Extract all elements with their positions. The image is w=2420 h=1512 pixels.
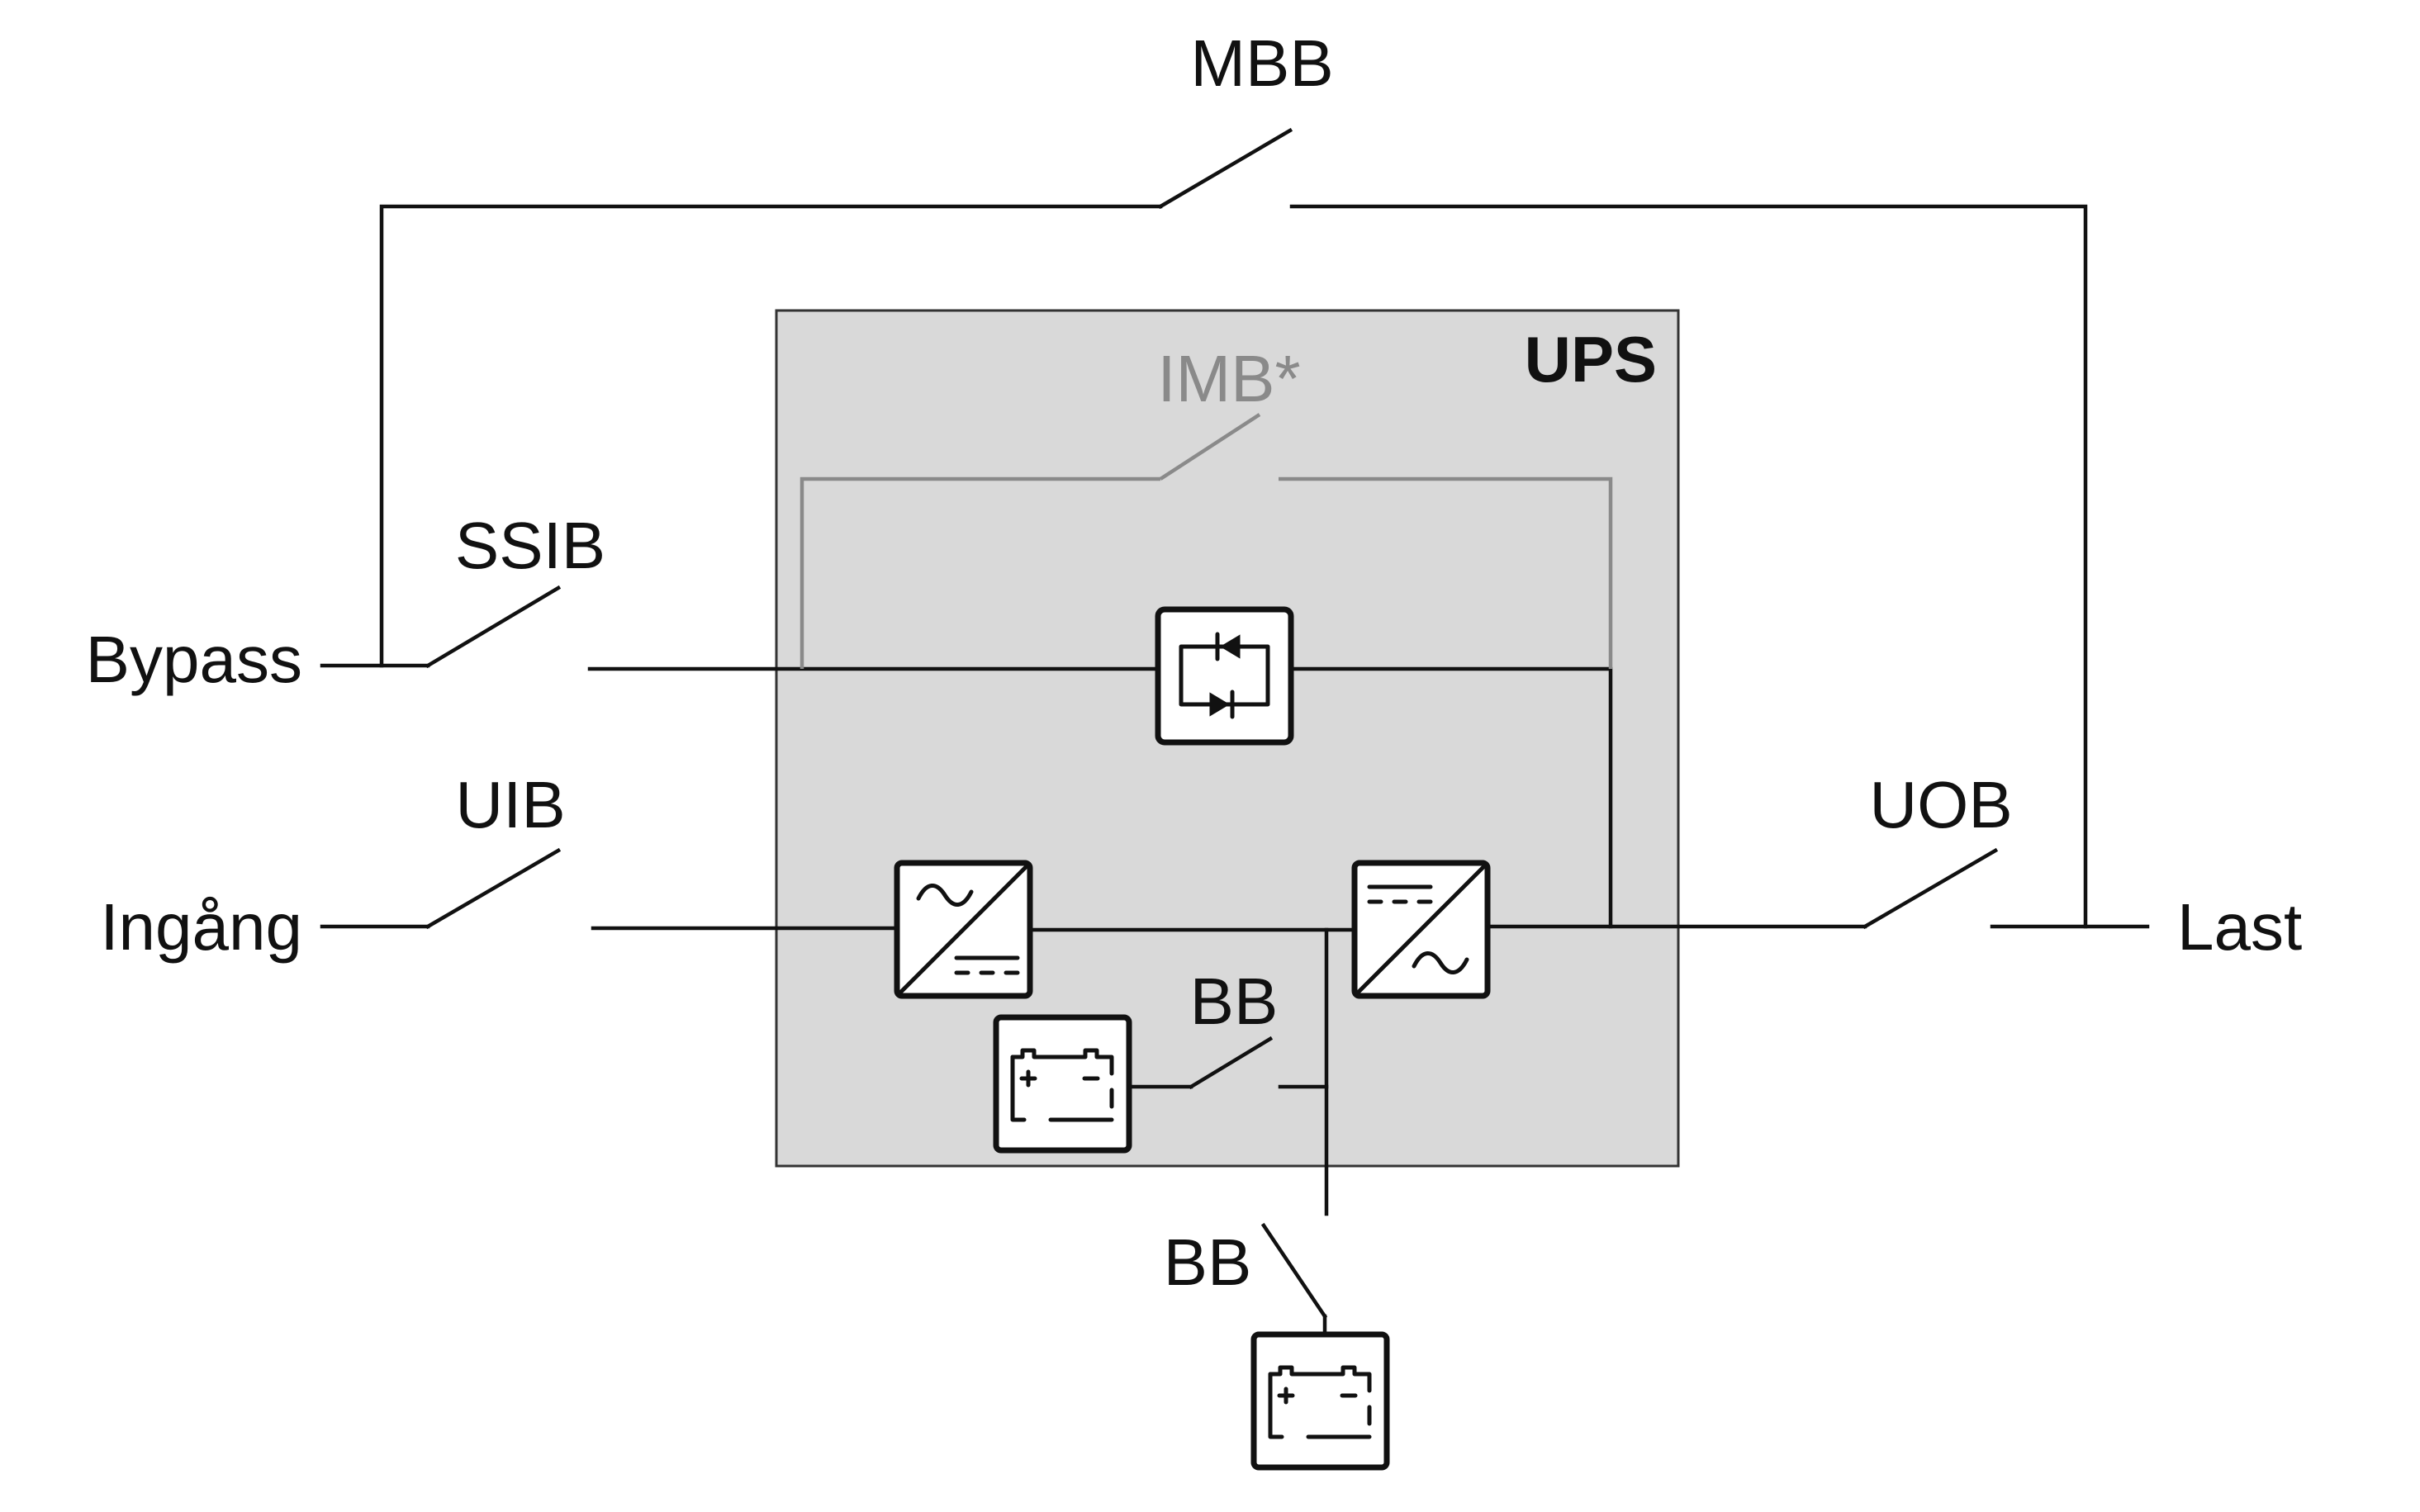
bypass-label: Bypass bbox=[86, 623, 302, 696]
rectifier-ac-dc-icon bbox=[894, 860, 1033, 999]
ssib-label: SSIB bbox=[455, 509, 605, 582]
bb-internal-switch bbox=[1128, 1036, 1329, 1090]
bb-external-switch bbox=[1260, 1222, 1328, 1320]
ups-label: UPS bbox=[1525, 323, 1657, 396]
uib-label: UIB bbox=[455, 768, 565, 841]
last-label: Last bbox=[2177, 890, 2302, 964]
internal-battery-icon bbox=[993, 1014, 1132, 1154]
imb-line bbox=[800, 413, 1613, 669]
inverter-dc-ac-icon bbox=[1351, 860, 1491, 999]
ssib-switch bbox=[320, 585, 1159, 671]
imb-label: IMB* bbox=[1157, 342, 1300, 415]
uib-switch bbox=[320, 847, 899, 931]
uob-label: UOB bbox=[1869, 768, 2012, 841]
ingang-label: Ingång bbox=[100, 890, 302, 964]
mbb-label: MBB bbox=[1190, 26, 1333, 100]
static-bypass-switch-icon bbox=[1155, 606, 1294, 746]
uob-switch bbox=[1487, 847, 2150, 930]
bb-internal-label: BB bbox=[1190, 965, 1279, 1038]
mbb-line bbox=[379, 127, 2088, 929]
external-battery-icon bbox=[1250, 1331, 1390, 1471]
bb-external-label: BB bbox=[1164, 1225, 1252, 1299]
